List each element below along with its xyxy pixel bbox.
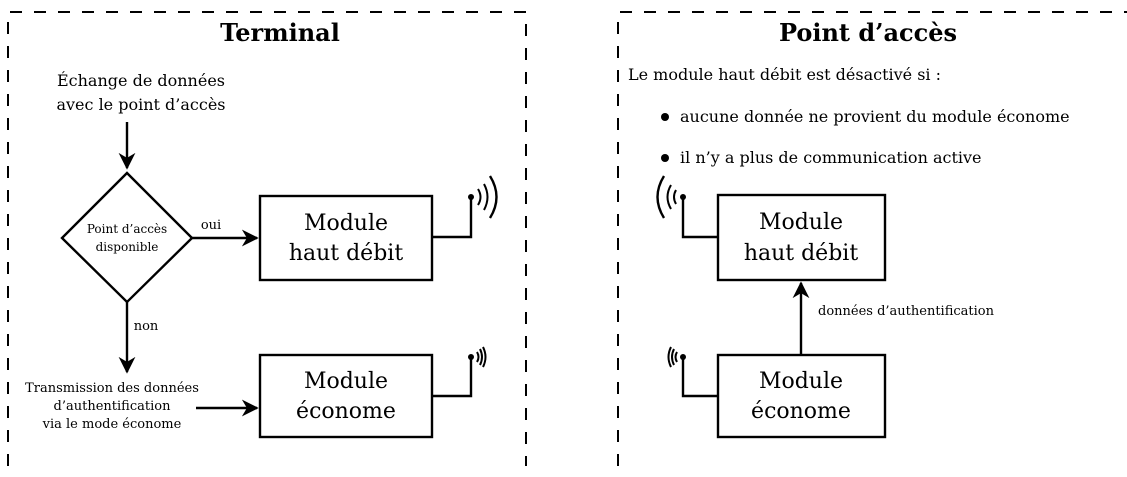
terminal-module-hd-line2: haut débit xyxy=(289,241,404,266)
ap-module-hd-box xyxy=(716,193,887,282)
ap-hd-antenna xyxy=(681,197,718,239)
start-text-line2: avec le point d’accès xyxy=(56,95,225,114)
bullet-item-2: il n’y a plus de communication active xyxy=(680,148,982,167)
terminal-module-eco-box xyxy=(258,353,434,439)
no-label: non xyxy=(134,319,159,334)
terminal-hd-signal-icon xyxy=(477,175,498,219)
terminal-module-eco-line2: économe xyxy=(296,399,396,424)
terminal-module-eco-line1: Module xyxy=(304,369,388,394)
terminal-eco-antenna-tip xyxy=(468,354,474,360)
terminal-frame xyxy=(7,11,527,466)
ap-eco-antenna-tip xyxy=(680,354,686,360)
ap-module-hd-line1: Module xyxy=(759,210,843,235)
decision-diamond xyxy=(60,171,194,304)
start-text-line1: Échange de données xyxy=(57,70,225,90)
terminal-title: Terminal xyxy=(220,18,340,47)
terminal-module-hd-box xyxy=(258,194,434,282)
access-point-title: Point d’accès xyxy=(779,18,957,47)
ap-module-eco-box xyxy=(716,353,887,439)
access-point-frame xyxy=(617,11,1127,466)
terminal-hd-antenna-tip xyxy=(468,194,474,200)
ap-module-hd-line2: haut débit xyxy=(744,241,859,266)
decision-text-line2: disponible xyxy=(96,240,159,254)
decision-text-line1: Point d’accès xyxy=(87,222,167,236)
transmit-text-line2: d’authentification xyxy=(54,399,172,414)
terminal-eco-antenna xyxy=(432,357,473,398)
arrow-label-auth: données d’authentification xyxy=(818,304,995,319)
transmit-text-line1: Transmission des données xyxy=(25,381,199,396)
ap-hd-antenna-tip xyxy=(680,194,686,200)
ap-eco-signal-icon xyxy=(667,346,678,368)
yes-label: oui xyxy=(201,218,221,233)
bullet-dot-1 xyxy=(661,113,669,121)
ap-hd-signal-icon xyxy=(656,175,677,219)
access-point-intro: Le module haut débit est désactivé si : xyxy=(628,65,941,84)
bullet-item-1: aucune donnée ne provient du module écon… xyxy=(680,107,1070,126)
ap-module-eco-line2: économe xyxy=(751,399,851,424)
terminal-hd-antenna xyxy=(432,197,473,239)
terminal-module-hd-line1: Module xyxy=(304,211,388,236)
terminal-eco-signal-icon xyxy=(476,346,487,368)
transmit-text-line3: via le mode économe xyxy=(42,417,182,432)
bullet-dot-2 xyxy=(661,154,669,162)
ap-module-eco-line1: Module xyxy=(759,369,843,394)
ap-eco-antenna xyxy=(681,357,718,398)
